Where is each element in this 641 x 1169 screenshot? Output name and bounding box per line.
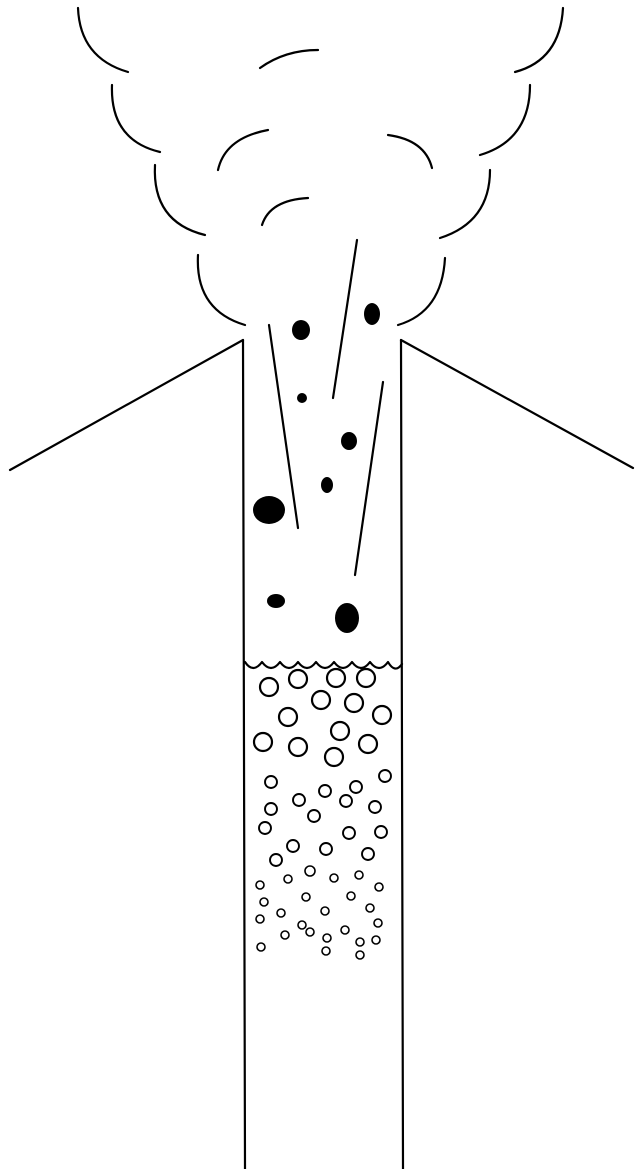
left-conduit-wall <box>243 340 245 1169</box>
bubble-42 <box>256 915 264 923</box>
bubble-28 <box>362 848 374 860</box>
bubble-2 <box>289 670 307 688</box>
cloud-arc-left-top <box>78 8 128 72</box>
bubble-29 <box>270 854 282 866</box>
bubble-48 <box>356 938 364 946</box>
bubble-33 <box>330 874 338 882</box>
bubble-5 <box>312 691 330 709</box>
ash-cloud <box>78 8 563 325</box>
volcano-flanks <box>10 340 633 470</box>
bubble-47 <box>323 934 331 942</box>
left-flank <box>10 340 243 470</box>
cloud-arc-right-upper <box>480 85 530 155</box>
bubble-20 <box>265 803 277 815</box>
bubble-24 <box>343 827 355 839</box>
cloud-arc-inner-top <box>260 50 318 68</box>
gas-bubbles <box>254 669 391 959</box>
clast-5 <box>321 477 333 493</box>
bubble-49 <box>372 936 380 944</box>
cloud-arc-inner-right <box>388 135 432 168</box>
bubble-37 <box>260 898 268 906</box>
cloud-arc-right-top <box>515 8 563 72</box>
clast-8 <box>335 603 359 633</box>
cloud-arc-inner-bottom <box>262 198 308 225</box>
bubble-30 <box>305 866 315 876</box>
bubble-39 <box>321 907 329 915</box>
clast-1 <box>292 320 310 340</box>
right-conduit-wall <box>401 340 403 1169</box>
bubble-44 <box>341 926 349 934</box>
bubble-53 <box>356 951 364 959</box>
bubble-8 <box>373 706 391 724</box>
bubble-17 <box>350 781 362 793</box>
bubble-4 <box>357 669 375 687</box>
bubble-14 <box>379 770 391 782</box>
bubble-15 <box>265 776 277 788</box>
fragmentation-surface <box>245 662 402 669</box>
bubble-50 <box>257 943 265 951</box>
bubble-38 <box>347 892 355 900</box>
bubble-22 <box>308 810 320 822</box>
bubble-36 <box>302 893 310 901</box>
bubble-19 <box>340 795 352 807</box>
bubble-34 <box>355 871 363 879</box>
bubble-18 <box>293 794 305 806</box>
cloud-arc-right-lower <box>398 258 445 325</box>
bubble-3 <box>327 669 345 687</box>
cloud-arc-right-middle <box>440 170 490 238</box>
bubble-7 <box>279 708 297 726</box>
bubble-27 <box>320 843 332 855</box>
jet-streak-center <box>333 240 357 398</box>
cloud-arc-left-upper <box>112 85 160 152</box>
bubble-1 <box>260 678 278 696</box>
bubble-46 <box>281 931 289 939</box>
bubble-10 <box>254 733 272 751</box>
bubble-52 <box>322 947 330 955</box>
conduit-walls <box>243 340 403 1169</box>
clast-2 <box>364 303 380 325</box>
bubble-35 <box>375 883 383 891</box>
clast-3 <box>297 393 307 403</box>
bubble-25 <box>375 826 387 838</box>
jet-streaks <box>269 240 383 575</box>
clast-6 <box>253 496 285 524</box>
bubble-9 <box>331 722 349 740</box>
bubble-16 <box>319 785 331 797</box>
bubble-13 <box>325 748 343 766</box>
bubble-12 <box>359 735 377 753</box>
bubble-6 <box>345 694 363 712</box>
bubble-32 <box>284 875 292 883</box>
bubble-40 <box>277 909 285 917</box>
cloud-arc-left-middle <box>155 165 205 235</box>
clast-7 <box>267 594 285 608</box>
bubble-41 <box>366 904 374 912</box>
bubble-51 <box>306 928 314 936</box>
bubble-43 <box>298 921 306 929</box>
clast-4 <box>341 432 357 450</box>
bubble-23 <box>259 822 271 834</box>
bubble-45 <box>374 919 382 927</box>
bubble-31 <box>256 881 264 889</box>
bubble-26 <box>287 840 299 852</box>
cloud-arc-left-lower <box>198 255 245 325</box>
bubble-21 <box>369 801 381 813</box>
jet-streak-right <box>355 382 383 575</box>
cloud-arc-inner-left <box>218 130 268 170</box>
bubble-11 <box>289 738 307 756</box>
right-flank <box>401 340 633 468</box>
